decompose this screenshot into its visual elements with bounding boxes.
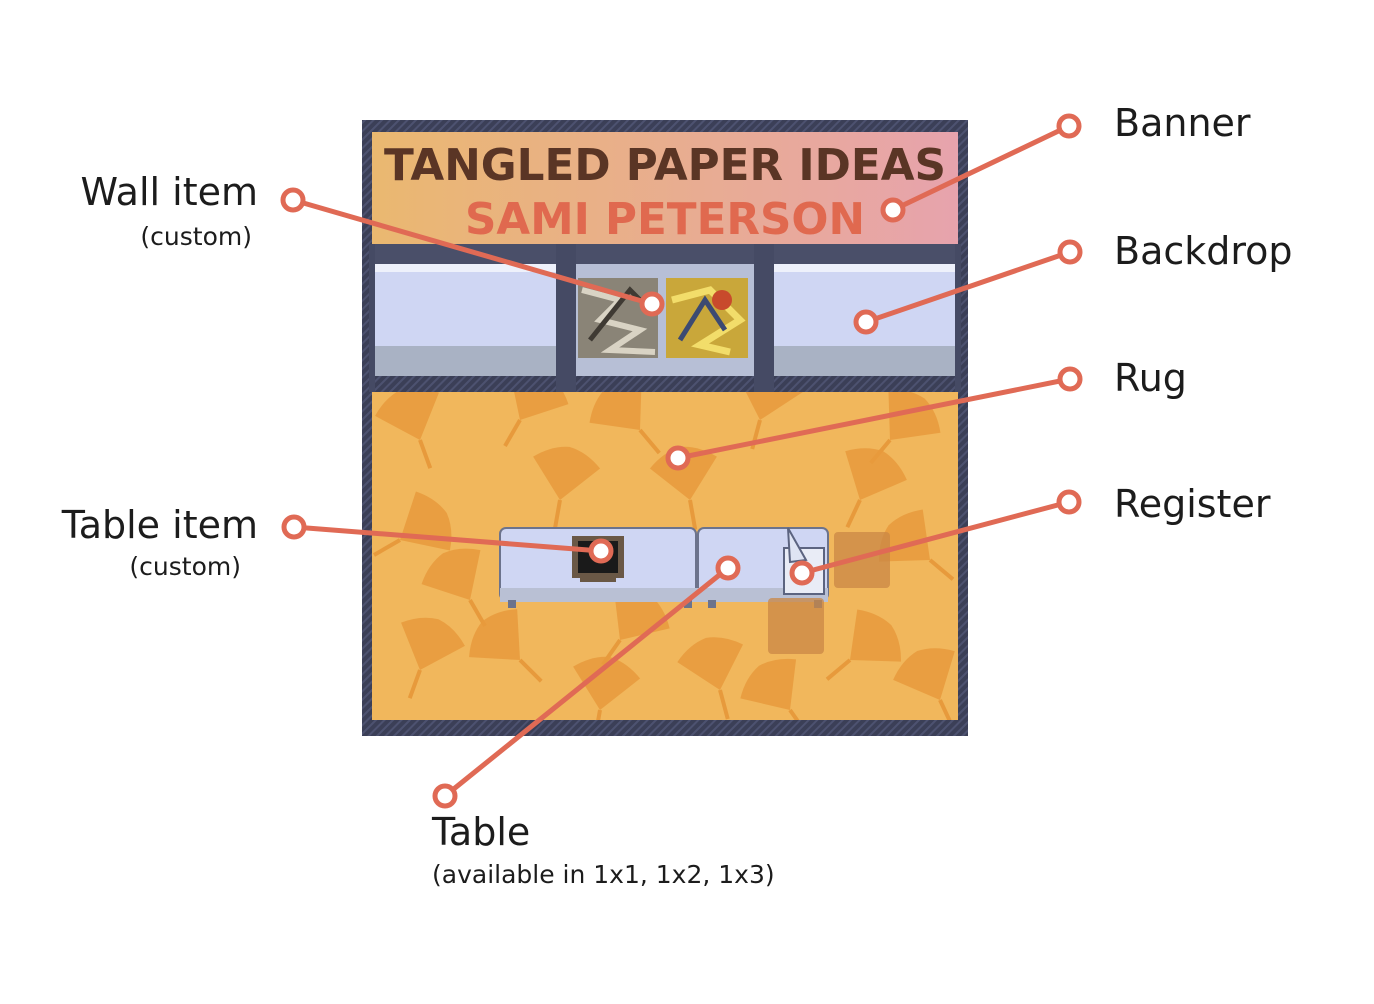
label-table-item-note: (custom)	[129, 552, 241, 581]
label-register: Register	[1114, 482, 1271, 526]
customer-spot-right	[834, 532, 890, 588]
callout-line-rug	[675, 376, 1073, 461]
callout-dot-table-item-start	[281, 514, 307, 540]
callout-line-table	[442, 565, 731, 799]
backdrop-post-left	[556, 244, 576, 392]
callout-dot-register-start	[1056, 489, 1082, 515]
callout-dot-rug-start	[1057, 366, 1083, 392]
customer-spot-bottom	[768, 598, 824, 654]
wall-item-artwork-left	[578, 278, 658, 358]
table	[499, 527, 829, 608]
label-table-item: Table item	[61, 503, 258, 547]
label-wall-item-note: (custom)	[140, 222, 252, 251]
callout-dot-table-start	[432, 783, 458, 809]
label-backdrop: Backdrop	[1114, 229, 1293, 273]
callout-line-wall-item	[290, 197, 655, 307]
backdrop-post-right	[754, 244, 774, 392]
callout-dot-backdrop-start	[1057, 239, 1083, 265]
banner-panel	[372, 132, 958, 244]
callout-dot-wall-item-end	[639, 291, 665, 317]
label-rug: Rug	[1114, 356, 1187, 400]
callout-dot-banner-start	[1056, 113, 1082, 139]
callout-dot-wall-item-start	[280, 187, 306, 213]
callout-dot-rug-end	[665, 445, 691, 471]
callout-line-banner	[890, 123, 1072, 213]
label-banner: Banner	[1114, 101, 1251, 145]
callout-dot-banner-end	[880, 197, 906, 223]
label-wall-item: Wall item	[80, 170, 258, 214]
label-table: Table	[432, 810, 531, 854]
callout-dot-table-item-end	[588, 538, 614, 564]
callout-dot-table-end	[715, 555, 741, 581]
label-table-note: (available in 1x1, 1x2, 1x3)	[432, 860, 775, 889]
wall-item-artwork-right	[666, 278, 748, 358]
callout-line-register	[799, 499, 1072, 576]
callout-dot-register-end	[789, 560, 815, 586]
callout-line-backdrop	[863, 249, 1073, 325]
banner-line2: SAMI PETERSON	[465, 194, 865, 245]
callout-dot-backdrop-end	[853, 309, 879, 335]
callout-line-table-item	[291, 524, 604, 554]
banner-line1: TANGLED PAPER IDEAS	[384, 140, 946, 191]
